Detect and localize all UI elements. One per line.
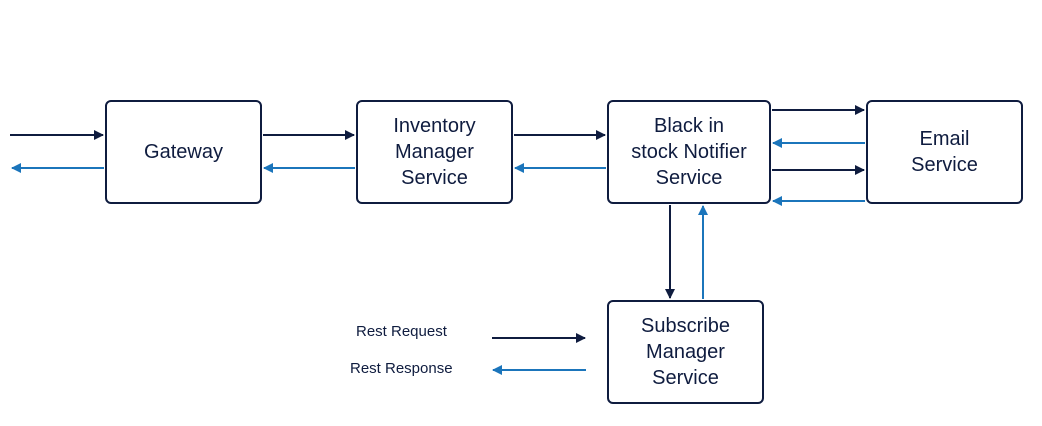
legend-response-label: Rest Response: [350, 360, 453, 377]
subscribe-manager-service-label: Subscribe Manager Service: [641, 315, 730, 389]
back-in-stock-notifier-service-label: Black in stock Notifier Service: [631, 115, 747, 189]
subscribe-manager-service-box: Subscribe Manager Service: [607, 300, 764, 404]
gateway-label: Gateway: [144, 141, 223, 163]
inventory-manager-service-box: Inventory Manager Service: [356, 100, 513, 204]
legend-request-label: Rest Request: [356, 323, 447, 340]
email-service-label: Email Service: [911, 128, 978, 176]
inventory-manager-service-label: Inventory Manager Service: [393, 115, 476, 189]
back-in-stock-notifier-service-box: Black in stock Notifier Service: [607, 100, 771, 204]
gateway-box: Gateway: [105, 100, 262, 204]
email-service-box: Email Service: [866, 100, 1023, 204]
